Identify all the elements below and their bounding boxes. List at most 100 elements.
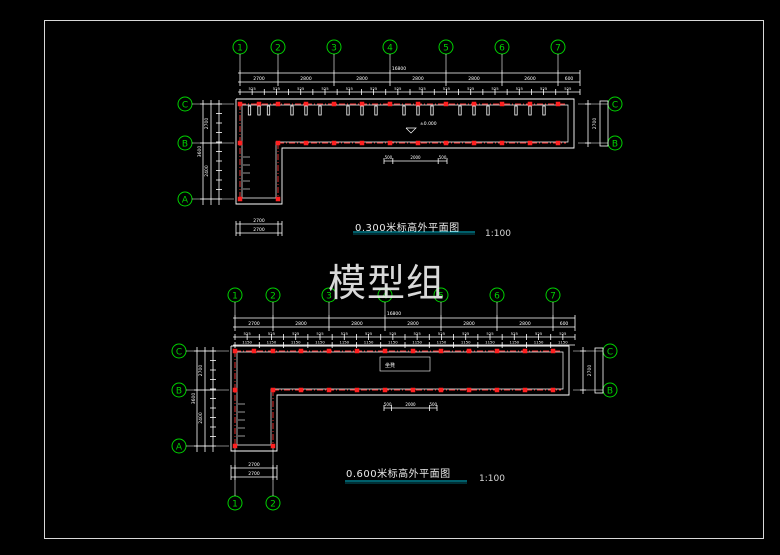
lower-dim-inner: 500 bbox=[429, 402, 437, 407]
upper-column bbox=[387, 140, 393, 146]
lower-grid-6-label: 6 bbox=[494, 292, 500, 302]
lower-inner-wall bbox=[236, 351, 564, 446]
lower-column bbox=[466, 348, 472, 354]
lower-column bbox=[550, 348, 556, 354]
lower-column bbox=[232, 387, 238, 393]
upper-column bbox=[527, 140, 533, 146]
lower-dim-bottom-1: 2700 bbox=[248, 462, 260, 468]
lower-grid-right-B-label: B bbox=[607, 387, 613, 397]
upper-grid-3-label: 3 bbox=[331, 44, 337, 54]
upper-column bbox=[555, 140, 561, 146]
upper-dim-sub: 525 bbox=[370, 86, 378, 91]
upper-window-mark bbox=[360, 105, 364, 116]
upper-window-mark bbox=[318, 105, 322, 116]
lower-dim-left-3: 3600 bbox=[191, 393, 197, 405]
lower-outer-wall bbox=[230, 345, 570, 452]
upper-dim-sub: 525 bbox=[491, 86, 499, 91]
lower-column bbox=[232, 443, 238, 449]
upper-dim-bay: 2800 bbox=[412, 76, 424, 82]
upper-dim-sub: 525 bbox=[419, 86, 427, 91]
lower-column bbox=[270, 387, 276, 393]
upper-dim-bay: 2800 bbox=[468, 76, 480, 82]
upper-column bbox=[443, 101, 449, 107]
upper-column bbox=[275, 196, 281, 202]
upper-column bbox=[237, 140, 243, 146]
upper-column bbox=[387, 101, 393, 107]
lower-dim-sub: 525 bbox=[316, 331, 324, 336]
upper-dim-bay: 2800 bbox=[356, 76, 368, 82]
upper-grid-2-label: 2 bbox=[275, 44, 281, 54]
upper-plan-scale: 1:100 bbox=[485, 229, 511, 239]
lower-dim-mid: 1150 bbox=[364, 340, 374, 345]
lower-dim-sub: 525 bbox=[292, 331, 300, 336]
lower-dim-bay: 2800 bbox=[295, 321, 307, 327]
upper-dim-sub: 525 bbox=[321, 86, 329, 91]
lower-column bbox=[232, 348, 238, 354]
upper-dim-overall: 16800 bbox=[392, 66, 406, 72]
lower-column bbox=[298, 348, 304, 354]
lower-grid-left-C-label: C bbox=[176, 348, 182, 358]
lower-dim-sub: 525 bbox=[511, 331, 519, 336]
lower-dim-mid: 1150 bbox=[267, 340, 277, 345]
lower-column bbox=[522, 387, 528, 393]
lower-column bbox=[326, 348, 332, 354]
upper-dim-sub: 525 bbox=[297, 86, 305, 91]
drawing-frame bbox=[44, 20, 764, 539]
lower-column bbox=[354, 348, 360, 354]
lower-dim-sub: 525 bbox=[438, 331, 446, 336]
upper-column bbox=[303, 101, 309, 107]
lower-dim-mid: 1150 bbox=[485, 340, 495, 345]
lower-column bbox=[494, 348, 500, 354]
upper-outer-wall bbox=[235, 98, 575, 205]
upper-dim-sub: 525 bbox=[516, 86, 524, 91]
lower-grid-right-C-label: C bbox=[607, 348, 613, 358]
upper-window-mark bbox=[542, 105, 546, 116]
lower-bench-box bbox=[379, 356, 431, 372]
lower-dim-sub: 525 bbox=[535, 331, 543, 336]
upper-dim-sub: 525 bbox=[273, 86, 281, 91]
upper-window-mark bbox=[374, 105, 378, 116]
lower-dim-sub: 525 bbox=[414, 331, 422, 336]
upper-column bbox=[256, 101, 262, 107]
lower-grid-1-label: 1 bbox=[232, 292, 238, 302]
upper-column bbox=[555, 101, 561, 107]
upper-dim-sub: 525 bbox=[346, 86, 354, 91]
lower-column bbox=[438, 387, 444, 393]
upper-window-mark bbox=[402, 105, 406, 116]
lower-dim-sub: 525 bbox=[462, 331, 470, 336]
upper-window-mark bbox=[257, 105, 261, 116]
lower-column bbox=[382, 387, 388, 393]
lower-column bbox=[410, 348, 416, 354]
lower-column bbox=[298, 387, 304, 393]
upper-window-mark bbox=[486, 105, 490, 116]
upper-window-mark bbox=[430, 105, 434, 116]
upper-window-mark bbox=[247, 105, 252, 116]
lower-dim-sub: 525 bbox=[244, 331, 252, 336]
upper-window-mark bbox=[346, 105, 350, 116]
lower-dim-mid: 1150 bbox=[339, 340, 349, 345]
lower-grid-bottom-1-label: 1 bbox=[232, 500, 238, 510]
lower-column bbox=[466, 387, 472, 393]
upper-grid-1-label: 1 bbox=[237, 44, 243, 54]
lower-column bbox=[326, 387, 332, 393]
upper-dim-sub: 525 bbox=[540, 86, 548, 91]
upper-dim-left-1: 2700 bbox=[204, 118, 210, 130]
lower-dim-right: 2700 bbox=[587, 365, 593, 377]
lower-dim-bay: 2800 bbox=[351, 321, 363, 327]
lower-dim-overall: 16800 bbox=[387, 311, 401, 317]
lower-dim-sub: 525 bbox=[389, 331, 397, 336]
upper-window-mark bbox=[528, 105, 532, 116]
upper-grid-left-B-label: B bbox=[182, 140, 188, 150]
lower-dim-mid: 1150 bbox=[412, 340, 422, 345]
lower-dim-mid: 1150 bbox=[437, 340, 447, 345]
lower-column bbox=[410, 387, 416, 393]
upper-dim-left-3: 3600 bbox=[197, 146, 203, 158]
upper-dim-inner: 2000 bbox=[410, 155, 421, 160]
upper-window-mark bbox=[304, 105, 308, 116]
upper-column bbox=[303, 140, 309, 146]
upper-dim-bottom-1: 2700 bbox=[253, 218, 265, 224]
upper-window-mark bbox=[290, 105, 294, 116]
lower-dim-mid: 1150 bbox=[291, 340, 301, 345]
